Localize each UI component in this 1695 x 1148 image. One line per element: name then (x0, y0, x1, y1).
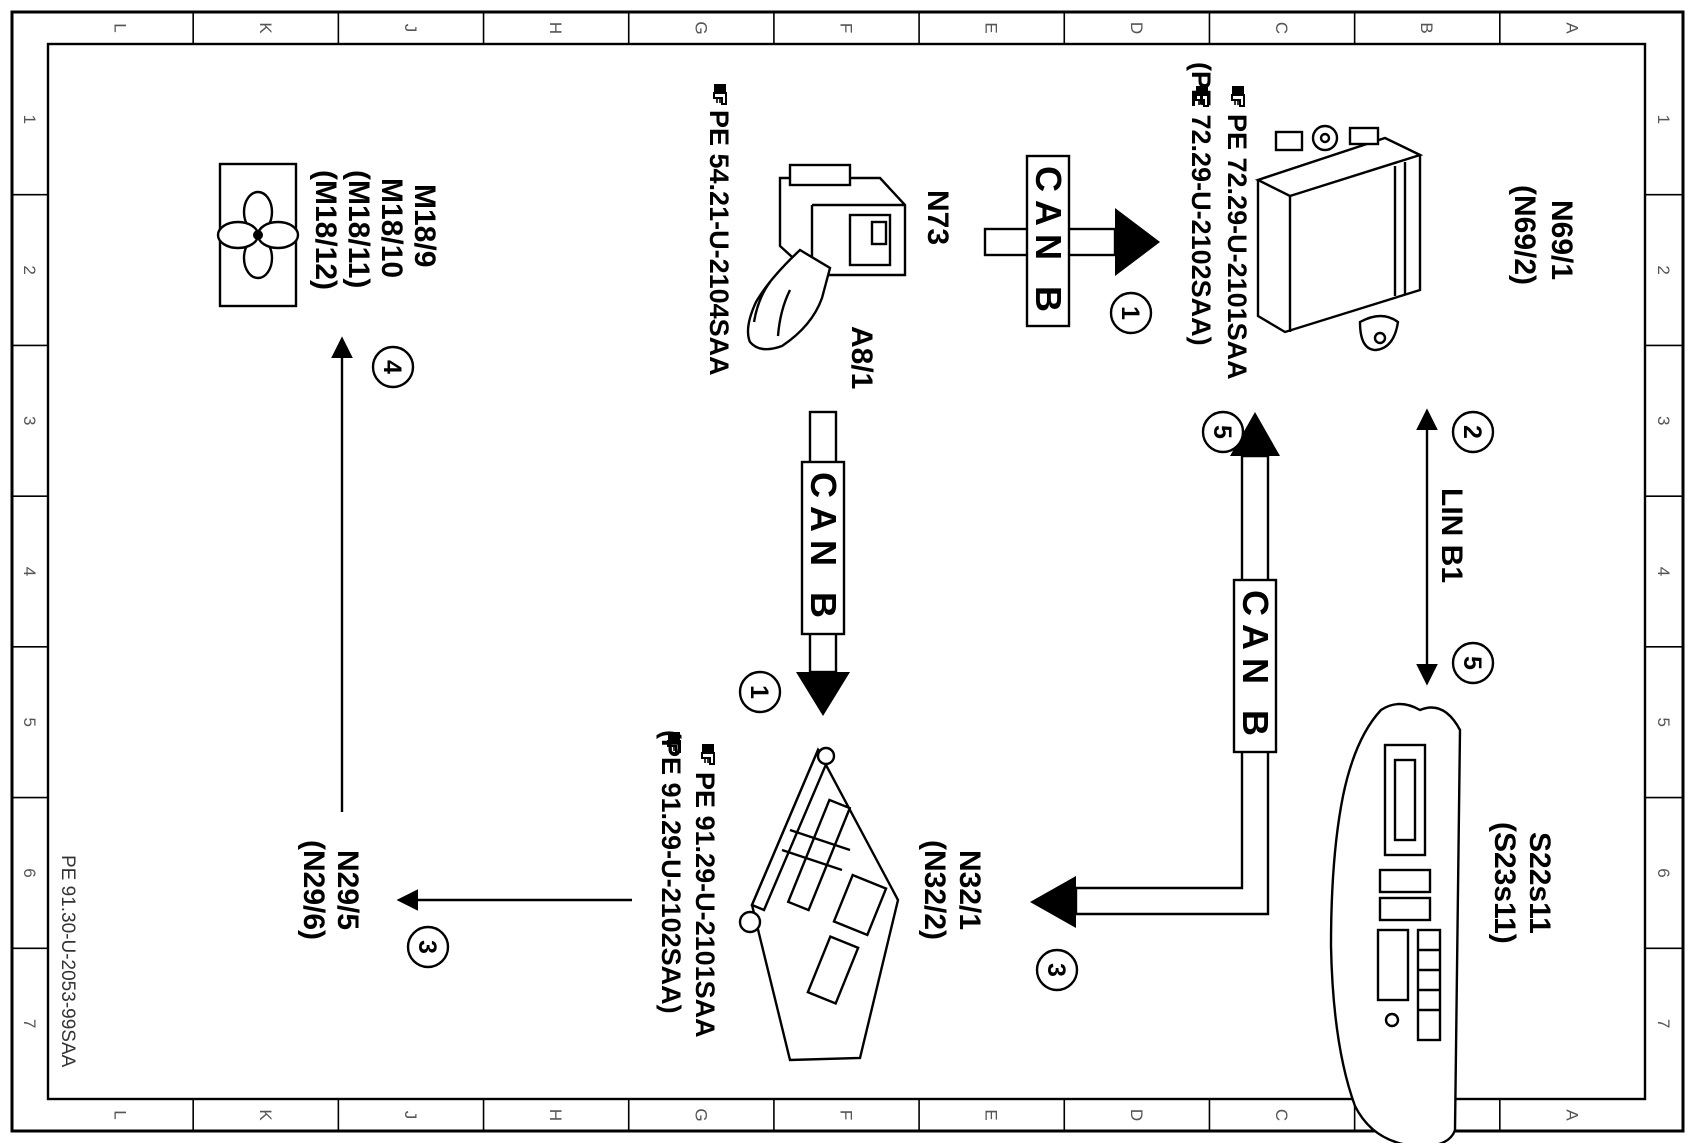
grid-col-label-a-top: A (1562, 22, 1581, 34)
n32-label: N32/1 (953, 850, 986, 930)
grid-col-label-h-top: H (546, 22, 565, 34)
n32-label-group: N32/1 (N32/2) PE 91.29-U-2101SAA (PE 91.… (656, 730, 986, 1038)
m18-label-1: M18/9 (408, 184, 441, 267)
can-bus-arrow-top: CAN B (983, 154, 1160, 328)
lin-bus-arrow: LIN B1 (1416, 408, 1468, 686)
n69-label-group: N69/1 (N69/2) PE 72.29-U-2101SAA (PE 72.… (1186, 62, 1578, 380)
s22-alt-label: (S23s11) (1488, 822, 1521, 944)
svg-text:2: 2 (1458, 425, 1486, 439)
grid-col-label-g-top: G (691, 21, 710, 34)
can-bus-arrow-mid: CAN B (796, 410, 850, 716)
marker-5-lin: 5 (1451, 641, 1495, 685)
s22-switch-panel-icon (1329, 702, 1462, 1148)
grid-col-label-j-top: J (401, 24, 420, 33)
grid-col-label-l-bottom: L (111, 1110, 130, 1119)
m18-fan-box (216, 162, 300, 308)
svg-text:3: 3 (413, 940, 441, 954)
grid-row-label-2-right: 2 (1654, 265, 1673, 274)
n29-alt-label: (N29/6) (297, 840, 330, 940)
grid-row-label-3-left: 3 (20, 416, 39, 425)
marker-2: 2 (1451, 410, 1495, 454)
marker-1-top: 1 (1109, 291, 1153, 335)
grid-col-label-b-top: B (1417, 22, 1436, 33)
svg-text:4: 4 (378, 360, 406, 374)
n69-label: N69/1 (1545, 200, 1578, 280)
grid-col-label-d-top: D (1127, 22, 1146, 34)
grid-row-label-2-left: 2 (20, 265, 39, 274)
grid-col-label-e-top: E (982, 22, 1001, 33)
svg-text:5: 5 (1208, 425, 1236, 439)
grid-col-label-l-top: L (111, 23, 130, 32)
n32-alt-label: (N32/2) (918, 840, 951, 940)
grid-labels: LLKKJJHHGGFFEEDDCCBBAA11223344556677 (20, 21, 1673, 1121)
m18-label-group: M18/9 M18/10 (M18/11) (M18/12) (309, 170, 441, 290)
n73-label: N73 (921, 190, 954, 245)
fan-icon (216, 190, 300, 280)
marker-3-left: 3 (406, 925, 450, 969)
n32-control-panel-icon (738, 746, 900, 1062)
svg-text:1: 1 (745, 685, 773, 699)
n29-label-group: N29/5 (N29/6) (297, 840, 364, 940)
s22-label: S22s11 (1523, 832, 1556, 934)
can-bus-arrow-right: CAN B (1030, 412, 1280, 928)
grid-col-label-d-bottom: D (1127, 1109, 1146, 1121)
can-right-label: CAN B (1235, 590, 1276, 744)
grid-col-label-f-top: F (837, 23, 856, 33)
grid-row-label-6-left: 6 (20, 868, 39, 877)
grid-row-label-6-right: 6 (1654, 868, 1673, 877)
grid-row-label-4-left: 4 (20, 567, 39, 576)
drawing-frame (10, 10, 1685, 1133)
grid-col-label-f-bottom: F (837, 1110, 856, 1120)
n69-module-icon (1254, 124, 1424, 352)
grid-row-label-7-left: 7 (20, 1019, 39, 1028)
a81-label: A8/1 (845, 326, 878, 389)
grid-row-label-5-left: 5 (20, 717, 39, 726)
marker-5-top: 5 (1201, 410, 1245, 454)
grid-row-label-4-right: 4 (1654, 567, 1673, 576)
n69-ref-2: (PE 72.29-U-2102SAA) (1186, 62, 1216, 346)
m18-label-4: (M18/12) (309, 170, 342, 290)
n69-alt-label: (N69/2) (1508, 185, 1541, 285)
n32-ref-2: (PE 91.29-U-2102SAA) (656, 730, 686, 1014)
n73-ignition-switch-icon (746, 163, 907, 351)
can-top-label: CAN B (1028, 166, 1069, 320)
grid-col-label-h-bottom: H (546, 1109, 565, 1121)
svg-text:3: 3 (1042, 963, 1070, 977)
grid-col-label-k-top: K (256, 22, 275, 34)
svg-text:1: 1 (1116, 306, 1144, 320)
can-mid-label: CAN B (803, 472, 844, 626)
grid-row-label-1-left: 1 (20, 115, 39, 124)
grid-row-label-5-right: 5 (1654, 717, 1673, 726)
marker-1-mid: 1 (738, 670, 782, 714)
n69-ref-1: PE 72.29-U-2101SAA (1222, 114, 1252, 380)
s22-label-group: S22s11 (S23s11) (1488, 822, 1556, 944)
grid-col-label-a-bottom: A (1562, 1109, 1581, 1121)
grid-col-label-j-bottom: J (401, 1111, 420, 1120)
grid-col-label-e-bottom: E (982, 1109, 1001, 1120)
m18-label-2: M18/10 (375, 178, 408, 278)
grid-row-label-1-right: 1 (1654, 115, 1673, 124)
svg-text:5: 5 (1458, 656, 1486, 670)
grid-col-label-g-bottom: G (691, 1108, 710, 1121)
grid-col-label-c-bottom: C (1272, 1109, 1291, 1121)
grid-col-label-k-bottom: K (256, 1109, 275, 1121)
n73-label-group: N73 A8/1 PE 54.21-U-2104SAA (704, 83, 954, 389)
marker-4: 4 (371, 345, 415, 389)
marker-3-right: 3 (1035, 948, 1079, 992)
m18-label-3: (M18/11) (342, 170, 375, 288)
n32-ref-1: PE 91.29-U-2101SAA (690, 772, 720, 1038)
n29-label: N29/5 (331, 850, 364, 930)
n73-ref: PE 54.21-U-2104SAA (704, 110, 734, 376)
lin-label: LIN B1 (1435, 488, 1468, 583)
grid-row-label-7-right: 7 (1654, 1019, 1673, 1028)
document-id: PE 91.30-U-2053-99SAA (57, 855, 78, 1068)
grid-col-label-c-top: C (1272, 22, 1291, 34)
grid-row-label-3-right: 3 (1654, 416, 1673, 425)
